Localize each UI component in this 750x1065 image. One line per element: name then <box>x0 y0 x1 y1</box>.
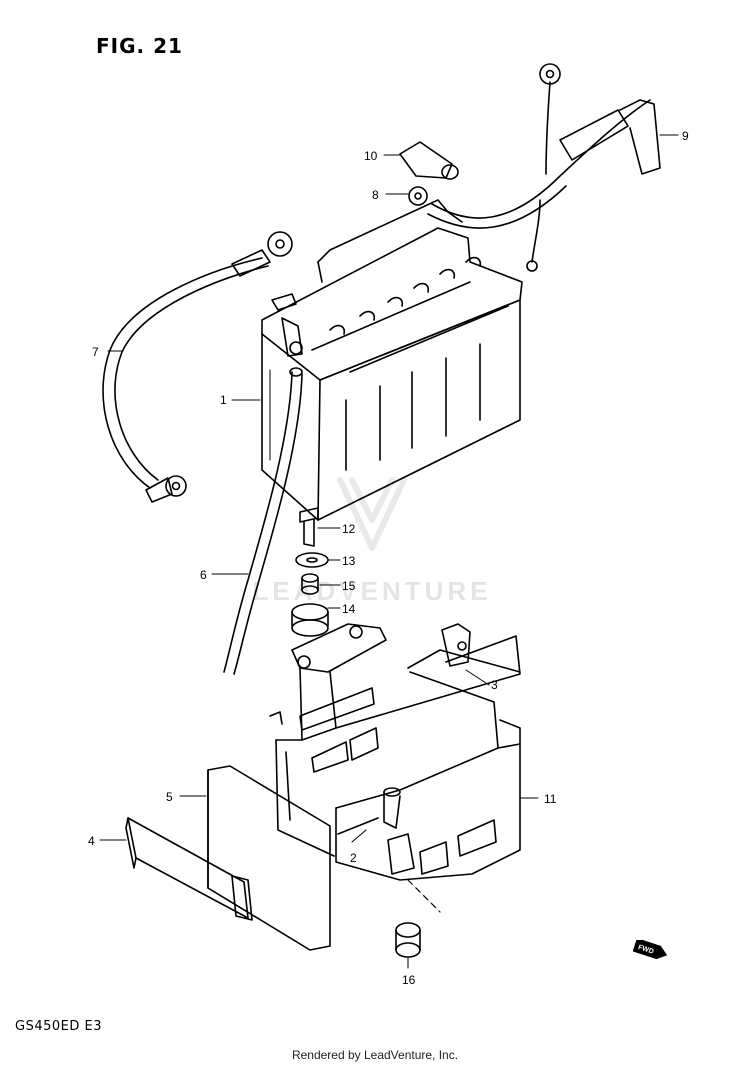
callout-5: 5 <box>166 790 173 804</box>
cover-5 <box>207 765 331 951</box>
callout-8: 8 <box>372 188 379 202</box>
cushion-14 <box>291 603 329 637</box>
cap-2 <box>383 787 415 875</box>
footer-credit: Rendered by LeadVenture, Inc. <box>291 1048 459 1062</box>
fwd-label: FWD <box>637 944 654 956</box>
forward-direction-arrow: FWD <box>633 940 669 960</box>
callout-7: 7 <box>92 345 99 359</box>
battery-tray <box>269 623 521 881</box>
callout-11: 11 <box>544 792 557 806</box>
callout-15: 15 <box>342 579 356 593</box>
callout-9: 9 <box>682 129 689 143</box>
cable-7 <box>102 231 293 503</box>
callout-12: 12 <box>342 522 356 536</box>
watermark-logo <box>337 477 407 551</box>
watermark-text: LEADVENTURE <box>252 576 491 606</box>
callout-2: 2 <box>350 851 357 865</box>
callout-13: 13 <box>342 554 356 568</box>
battery <box>261 199 523 521</box>
bolt-12 <box>299 507 319 547</box>
leader-lines <box>99 134 679 969</box>
callout-1: 1 <box>220 393 227 407</box>
figure-title: FIG. 21 <box>96 34 183 58</box>
vent-tube <box>223 371 293 673</box>
model-code: GS450ED E3 <box>15 1019 102 1034</box>
collar-15 <box>301 573 319 595</box>
callout-3: 3 <box>491 678 498 692</box>
washer-13 <box>295 552 329 568</box>
wiring-harness <box>399 63 661 272</box>
callout-16: 16 <box>402 973 416 987</box>
callout-14: 14 <box>342 602 356 616</box>
band-4 <box>125 817 253 921</box>
callout-6: 6 <box>200 568 207 582</box>
callout-4: 4 <box>88 834 95 848</box>
callout-10: 10 <box>364 149 378 163</box>
rubber-16 <box>395 922 421 958</box>
